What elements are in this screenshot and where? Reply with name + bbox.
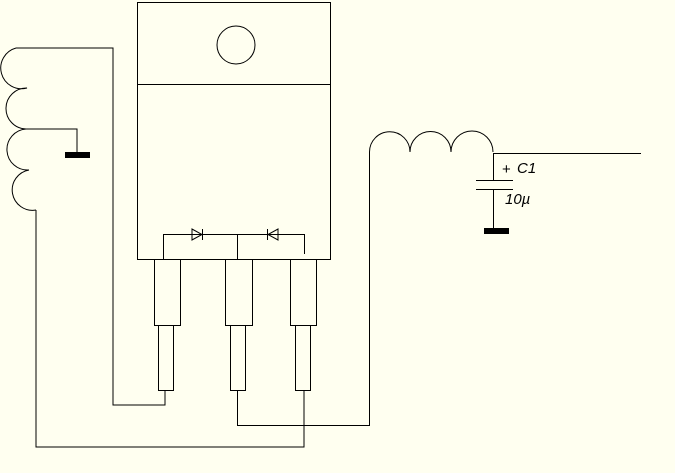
transistor-package — [137, 2, 331, 260]
diode-1-icon — [191, 228, 204, 241]
left-coil — [0, 47, 37, 211]
capacitor-name: C1 — [517, 160, 537, 177]
pin-2-lead — [230, 325, 246, 391]
capacitor-polarity: + — [502, 161, 511, 178]
coil-top-wire — [16, 47, 166, 406]
output-inductor — [369, 130, 494, 153]
pin-1 — [154, 259, 181, 326]
pin-1-lead — [158, 325, 174, 391]
mounting-hole-icon — [216, 25, 256, 65]
pin-3-lead — [295, 325, 311, 391]
pin-2 — [225, 259, 253, 326]
ground-icon — [65, 152, 90, 158]
coil-tap-wire — [26, 128, 78, 152]
pin-3 — [290, 259, 317, 326]
diode-2-icon — [266, 228, 279, 241]
diode-wiring — [163, 234, 305, 259]
coil-bottom-wire — [35, 210, 305, 448]
pin-2-wire — [237, 152, 370, 426]
ground-icon — [484, 228, 509, 234]
capacitor-value: 10µ — [505, 191, 531, 208]
